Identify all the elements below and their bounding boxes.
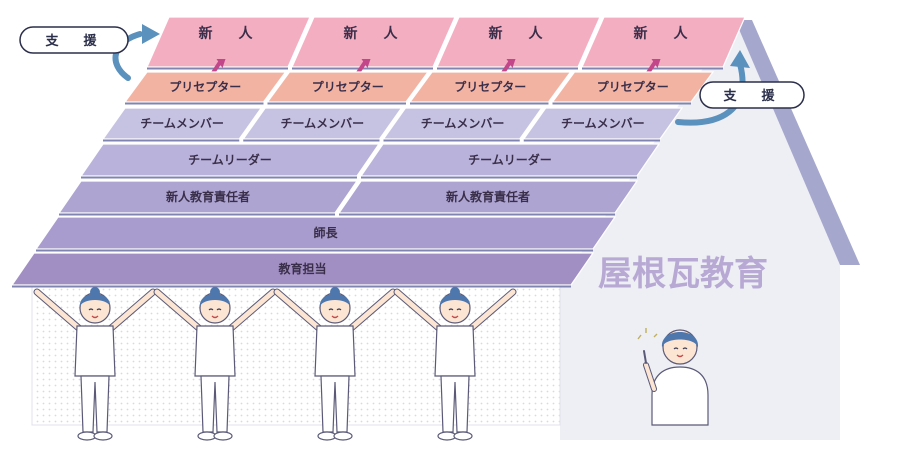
tile-label: プリセプター: [312, 79, 384, 94]
tile-label: 教育担当: [277, 261, 326, 276]
roof-tile-newcomer: 新 人: [146, 16, 311, 77]
house: [31, 20, 860, 440]
tile-label: 新 人: [344, 25, 404, 42]
roof-row-team-leader: チームリーダー チームリーダー: [79, 143, 661, 179]
roof-tile-preceptor: プリセプター: [123, 71, 287, 105]
tile-label: プリセプター: [454, 79, 526, 94]
roof-tile-preceptor: プリセプター: [266, 71, 430, 105]
roof-tile-team-leader: チームリーダー: [79, 143, 381, 179]
roof-row-preceptor: プリセプター プリセプター プリセプター プリセプター: [123, 71, 715, 105]
tile-label: 新 人: [489, 25, 549, 42]
nurse-figure-icon: [637, 328, 709, 426]
support-left: 支 援: [19, 24, 160, 81]
roof-tile-team-member: チームメンバー: [101, 107, 263, 142]
roof-tile-team-member: チームメンバー: [242, 107, 403, 142]
roof-tile-newcomer: 新 人: [291, 16, 456, 77]
pointing-nurse: [637, 328, 709, 426]
roof-tile-team-member: チームメンバー: [382, 107, 543, 142]
nurse-figure-icon: [273, 287, 397, 441]
tile-label: チームリーダー: [468, 152, 552, 167]
support-right: 支 援: [675, 50, 805, 126]
tile-label: 師長: [313, 225, 338, 240]
tile-label: チームメンバー: [421, 117, 505, 131]
support-label-left: 支 援: [44, 33, 102, 49]
roof-tile-head-nurse: 師長: [34, 216, 617, 252]
roof-tile-team-leader: チームリーダー: [359, 143, 661, 179]
roof-tile-preceptor: プリセプター: [551, 71, 715, 105]
roof-row-education-lead: 新人教育責任者 新人教育責任者: [57, 180, 639, 216]
nurse-figure-icon: [153, 287, 277, 441]
curved-arrow-icon: [112, 31, 143, 81]
house-side-wall: [560, 20, 840, 440]
tile-label: プリセプター: [597, 79, 669, 94]
tile-label: チームメンバー: [140, 117, 224, 131]
nurse-figure-icon: [393, 287, 517, 441]
tile-label: 新人教育責任者: [446, 189, 530, 204]
support-label-right: 支 援: [722, 88, 780, 104]
nurse-figure-icon: [33, 287, 157, 441]
roof-row-education-officer: 教育担当: [10, 252, 595, 288]
diagram-title: 屋根瓦教育: [598, 254, 768, 294]
roof-tile-team-member: チームメンバー: [522, 107, 684, 142]
tile-label: 新 人: [199, 25, 259, 42]
roof-row-team-member: チームメンバー チームメンバー チームメンバー チームメンバー: [101, 107, 684, 142]
curved-arrow-icon: [675, 61, 746, 126]
tile-label: チームリーダー: [188, 152, 272, 167]
roof-tile-preceptor: プリセプター: [408, 71, 572, 105]
roof-tile-education-lead: 新人教育責任者: [57, 180, 359, 216]
tile-label: プリセプター: [169, 79, 241, 94]
tile-label: 新人教育責任者: [166, 189, 250, 204]
tile-label: チームメンバー: [561, 117, 645, 131]
roof-tile-newcomer: 新 人: [436, 16, 601, 77]
tile-label: 新 人: [634, 25, 694, 42]
roof-row-head-nurse: 師長: [34, 216, 617, 252]
roof-tile-education-lead: 新人教育責任者: [337, 180, 639, 216]
roof-tile-newcomer: 新 人: [581, 16, 746, 77]
roof-row-newcomer: 新 人新 人新 人新 人: [146, 16, 746, 77]
roof-tile-education-officer: 教育担当: [10, 252, 595, 288]
nurses: [33, 287, 517, 441]
tile-label: チームメンバー: [281, 117, 365, 131]
